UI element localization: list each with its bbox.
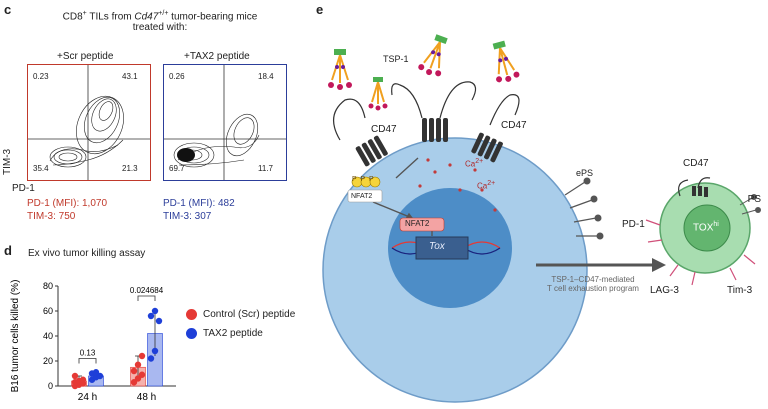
eps-label: ePS <box>576 168 594 178</box>
tsp1-label: TSP-1 <box>383 54 409 64</box>
cd47-receptors <box>355 118 503 167</box>
tax2-mfi-tim3: TIM-3: 307 <box>163 211 212 222</box>
nfat2-cyto-label: NFAT2 <box>351 193 373 200</box>
tax2-mfi-pd1: PD-1 (MFI): 482 <box>163 198 235 209</box>
y-tick-label: 0 <box>48 381 53 391</box>
tax2-q-ul: 0.26 <box>169 72 185 81</box>
tax2-q-lr: 11.7 <box>258 164 273 173</box>
data-point <box>134 361 142 368</box>
data-point <box>96 372 104 380</box>
legend-item-tax2: TAX2 peptide <box>186 325 295 341</box>
tox-label: Tox <box>429 241 445 252</box>
scr-mfi: PD-1 (MFI): 1,070 TIM-3: 750 <box>27 197 107 223</box>
y-tick-label: 40 <box>43 331 53 341</box>
panel-d-title: Ex vivo tumor killing assay <box>28 248 146 259</box>
ca-label-2: Ca2+ <box>477 180 496 191</box>
data-point <box>147 312 155 320</box>
significance-bracket <box>137 295 156 301</box>
data-point <box>134 375 142 382</box>
nfat2-nuc-label: NFAT2 <box>405 219 430 228</box>
y-axis-label: B16 tumor cells killed (%) <box>10 280 21 393</box>
facs-plot-tax2: 0.26 18.4 69.7 11.7 <box>163 64 287 181</box>
ex-pd1-label: PD-1 <box>622 219 645 230</box>
exhausted-nucleus <box>683 204 731 252</box>
data-point <box>138 352 146 360</box>
scr-mfi-pd1: PD-1 (MFI): 1,070 <box>27 198 108 209</box>
cd47-label-right: CD47 <box>501 120 527 131</box>
ex-ps-label: PS <box>747 194 761 205</box>
data-point <box>71 372 79 380</box>
data-point <box>79 376 87 383</box>
significance-label: 0.13 <box>80 349 96 358</box>
y-tick-label: 60 <box>43 306 53 316</box>
data-point <box>130 367 138 375</box>
x-tick-label: 24 h <box>78 392 97 403</box>
arrow-caption: TSP-1–CD47-mediated T cell exhaustion pr… <box>547 275 639 293</box>
ex-tim3-label: Tim-3 <box>727 285 753 296</box>
facs-plot-scr: 0.23 43.1 35.4 21.3 <box>27 64 151 181</box>
scr-q-ul: 0.23 <box>33 72 49 81</box>
scr-q-ll: 35.4 <box>33 164 49 173</box>
ex-cd47-label: CD47 <box>683 158 709 169</box>
tax2-header: +TAX2 peptide <box>184 51 250 62</box>
data-point <box>92 369 100 376</box>
tax2-mfi: PD-1 (MFI): 482 TIM-3: 307 <box>163 197 235 223</box>
panel-c-title: CD8+ TILs from Cd47+/+ tumor-bearing mic… <box>62 10 258 34</box>
y-tick-label: 80 <box>43 281 53 291</box>
scr-q-ur: 43.1 <box>122 72 138 81</box>
data-point <box>130 379 138 386</box>
panel-e-letter: e <box>316 2 324 17</box>
killing-bar-chart: 0 20 40 60 80 B16 tumor cells killed (%) 24 h 0… <box>10 280 176 403</box>
data-point <box>147 355 155 362</box>
facs-y-axis-label: TIM-3 <box>2 148 13 175</box>
exhaustion-diagram <box>322 34 761 403</box>
data-point <box>151 347 159 355</box>
scr-q-lr: 21.3 <box>122 164 138 173</box>
ex-tox-label: TOXhi <box>693 221 719 234</box>
y-tick-label: 20 <box>43 356 53 366</box>
panel-d-letter: d <box>4 243 12 258</box>
data-point <box>151 307 159 315</box>
legend-label-tax2: TAX2 peptide <box>203 327 263 339</box>
scr-mfi-tim3: TIM-3: 750 <box>27 211 76 222</box>
facs-x-axis-label: PD-1 <box>12 183 35 194</box>
ppp-label: P P P <box>352 176 375 183</box>
data-point <box>138 371 146 378</box>
legend-label-control: Control (Scr) peptide <box>203 308 296 320</box>
cd47-label-left: CD47 <box>371 124 397 135</box>
legend-swatch-control <box>186 308 197 320</box>
legend-item-control: Control (Scr) peptide <box>186 306 295 322</box>
significance-bracket <box>78 358 97 364</box>
ca-label: Ca2+ <box>465 158 484 169</box>
significance-label: 0.024684 <box>130 286 164 295</box>
ex-lag3-label: LAG-3 <box>650 285 679 296</box>
tsp1-trimers <box>328 34 520 111</box>
x-tick-label: 48 h <box>137 392 156 403</box>
tax2-q-ll: 69.7 <box>169 164 185 173</box>
panel-c-letter: c <box>4 2 12 17</box>
scr-header: +Scr peptide <box>57 51 114 62</box>
panel-d-legend: Control (Scr) peptide TAX2 peptide <box>186 306 295 341</box>
legend-swatch-tax2 <box>186 327 197 339</box>
tax2-q-ur: 18.4 <box>258 72 274 81</box>
tox-gene-box <box>415 236 469 260</box>
data-point <box>155 317 163 325</box>
